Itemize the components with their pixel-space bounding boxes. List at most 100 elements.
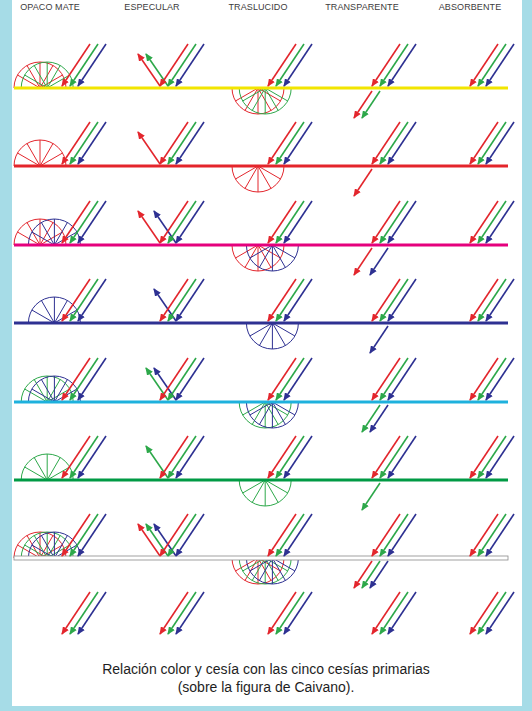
incident-arrow [388,436,416,478]
column-heading-wrap: ABSORBENTE [439,2,502,13]
surface-line [14,556,508,560]
diffuse-reflection-ray [54,297,55,323]
incident-arrow [268,592,296,634]
diffuse-reflection-ray [25,467,48,480]
incident-arrow [78,122,106,164]
diffuse-reflection-ray [54,379,67,402]
incident-arrow [78,44,106,86]
diffuse-transmission-ray [272,402,285,425]
incident-arrow [78,514,106,556]
incident-arrow [380,279,408,321]
diffuse-reflection-ray [47,457,60,480]
incident-arrow [470,592,498,634]
diffuse-transmission [239,88,291,114]
transmitted-arrow [370,326,388,353]
incident-arrow [284,436,312,478]
incident-arrow [176,358,204,400]
incident-arrow [470,514,498,556]
incident-arrow [388,279,416,321]
incident-arrow [380,436,408,478]
incident-arrow [284,592,312,634]
diffuse-transmission-ray [250,245,273,258]
incident-arrow [478,122,506,164]
incident-arrow [372,122,400,164]
incident-arrow [470,201,498,243]
incident-arrow [70,592,98,634]
diffuse-reflection [28,376,80,402]
diffuse-reflection-ray [32,389,55,402]
transmitted-arrow [354,561,372,588]
diffuse-reflection-ray [40,143,53,166]
incident-arrow [478,358,506,400]
incident-arrow [70,201,98,243]
incident-arrow [62,201,90,243]
incident-arrow [176,436,204,478]
diffuse-transmission-ray [235,166,258,179]
diffuse-reflection-ray [47,65,60,88]
incident-arrow [372,358,400,400]
incident-arrow [276,201,304,243]
incident-arrow [70,122,98,164]
incident-arrow [62,44,90,86]
diffuse-reflection-ray [17,153,40,166]
diffuse-transmission-ray [258,166,259,192]
incident-arrow [486,44,514,86]
diffuse-transmission-ray [272,323,285,346]
diffuse-transmission [246,323,298,349]
incident-arrow [284,514,312,556]
incident-arrow [70,279,98,321]
incident-arrow [372,592,400,634]
diffuse-transmission-ray [258,166,271,189]
incident-arrow [372,201,400,243]
incident-arrow [478,436,506,478]
incident-arrow [470,44,498,86]
incident-arrow [62,358,90,400]
column-heading-wrap: ESPECULAR [124,2,179,13]
diffuse-reflection [28,297,80,323]
incident-arrow [388,514,416,556]
diffuse-reflection-ray [54,219,55,245]
incident-arrow [470,279,498,321]
caption: Relación color y cesía con las cinco ces… [101,660,431,696]
transmitted-arrow [354,169,372,196]
diffuse-reflection-ray [40,140,41,166]
incident-arrow [486,358,514,400]
incident-arrow [486,201,514,243]
transmitted-arrow [362,405,380,432]
incident-arrow [62,279,90,321]
diffuse-reflection [21,62,73,88]
incident-arrow [276,122,304,164]
diffuse-transmission [246,558,298,584]
transmitted-arrow [362,483,380,510]
specular-arrow [146,446,168,478]
incident-arrow [486,436,514,478]
incident-arrow [284,122,312,164]
transmitted-arrow [370,248,388,275]
transmitted-arrow [354,91,372,118]
surface-line [14,479,508,482]
column-heading: ESPECULAR [124,2,179,13]
incident-arrow [380,592,408,634]
white-panel [12,0,522,706]
incident-arrow [388,201,416,243]
diffuse-transmission-ray [272,245,273,271]
incident-arrow [380,122,408,164]
incident-arrow [176,279,204,321]
incident-arrow [78,279,106,321]
incident-arrow [70,358,98,400]
column-heading: TRANSPARENTE [325,2,399,13]
incident-arrow [380,358,408,400]
incident-arrow [168,122,196,164]
surface-line [14,322,508,325]
caption-wrap: Relación color y cesía con las cinco ces… [0,660,532,696]
incident-arrow [168,436,196,478]
incident-arrow [160,122,188,164]
transmitted-arrow [370,561,388,588]
incident-arrow [78,436,106,478]
incident-arrow [470,436,498,478]
diffuse-reflection-ray [54,300,67,323]
diffuse-transmission-ray [265,480,278,503]
incident-arrow [168,201,196,243]
incident-arrow [380,514,408,556]
